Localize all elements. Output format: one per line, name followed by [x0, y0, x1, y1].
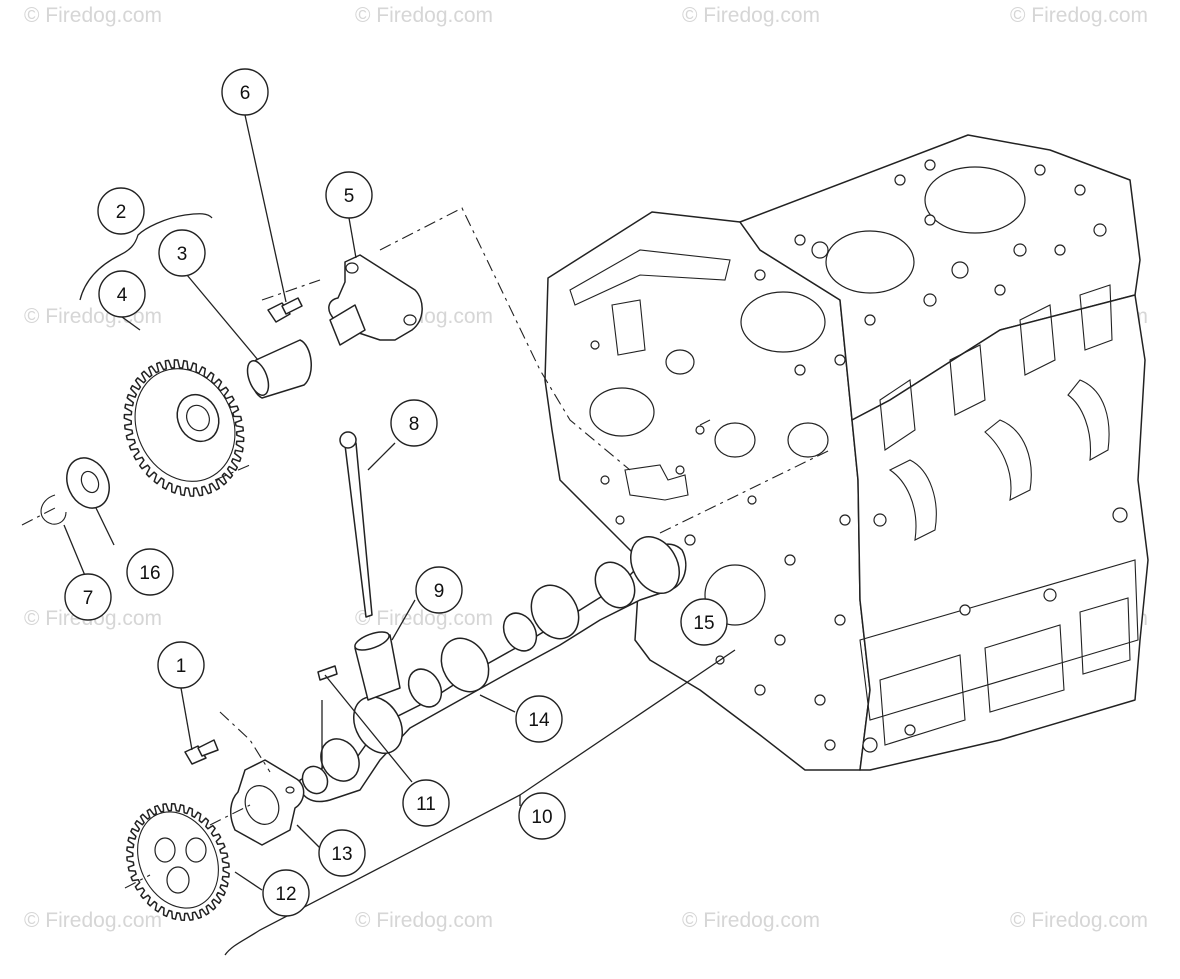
callout-label: 6: [240, 83, 251, 104]
watermark: © Firedog.com: [355, 607, 493, 630]
callout-label: 2: [116, 202, 127, 223]
watermark: © Firedog.com: [355, 909, 493, 932]
callout-label: 9: [434, 581, 445, 602]
camshaft-drawing: [299, 536, 687, 803]
callout-16: 16: [126, 548, 174, 596]
callout-label: 15: [693, 613, 714, 634]
callout-7: 7: [64, 573, 112, 621]
callout-label: 12: [275, 884, 296, 905]
callout-label: 10: [531, 807, 552, 828]
watermark: © Firedog.com: [24, 909, 162, 932]
callout-8: 8: [390, 399, 438, 447]
callout-label: 11: [416, 794, 436, 815]
callout-label: 13: [331, 844, 352, 865]
callout-6: 6: [221, 68, 269, 116]
callout-label: 8: [409, 414, 420, 435]
watermark: © Firedog.com: [682, 4, 820, 27]
callout-3: 3: [158, 229, 206, 277]
callout-4: 4: [98, 270, 146, 318]
watermark: © Firedog.com: [1010, 909, 1148, 932]
watermark: © Firedog.com: [1010, 4, 1148, 27]
leader-lines: [21, 114, 831, 956]
watermark: © Firedog.com: [355, 4, 493, 27]
callout-2: 2: [97, 187, 145, 235]
callout-label: 1: [176, 656, 187, 677]
callout-5: 5: [325, 171, 373, 219]
callout-label: 16: [139, 563, 160, 584]
callout-1: 1: [157, 641, 205, 689]
cam-gear-drawing: [126, 802, 230, 922]
callout-9: 9: [415, 566, 463, 614]
callout-label: 7: [83, 588, 94, 609]
callout-10: 10: [518, 792, 566, 840]
watermark: © Firedog.com: [24, 305, 162, 328]
callout-14: 14: [515, 695, 563, 743]
callout-label: 14: [528, 710, 550, 731]
small-parts-drawing: [40, 254, 423, 846]
engine-block-drawing: [544, 134, 1149, 771]
callout-15: 15: [680, 598, 728, 646]
callout-13: 13: [318, 829, 366, 877]
watermark: © Firedog.com: [682, 909, 820, 932]
callout-label: 4: [117, 285, 128, 306]
callout-11: 11: [402, 779, 450, 827]
callout-label: 3: [177, 244, 188, 265]
watermark: © Firedog.com: [24, 4, 162, 27]
callout-12: 12: [262, 869, 310, 917]
callout-label: 5: [344, 186, 355, 207]
idler-gear-drawing: [123, 359, 245, 497]
